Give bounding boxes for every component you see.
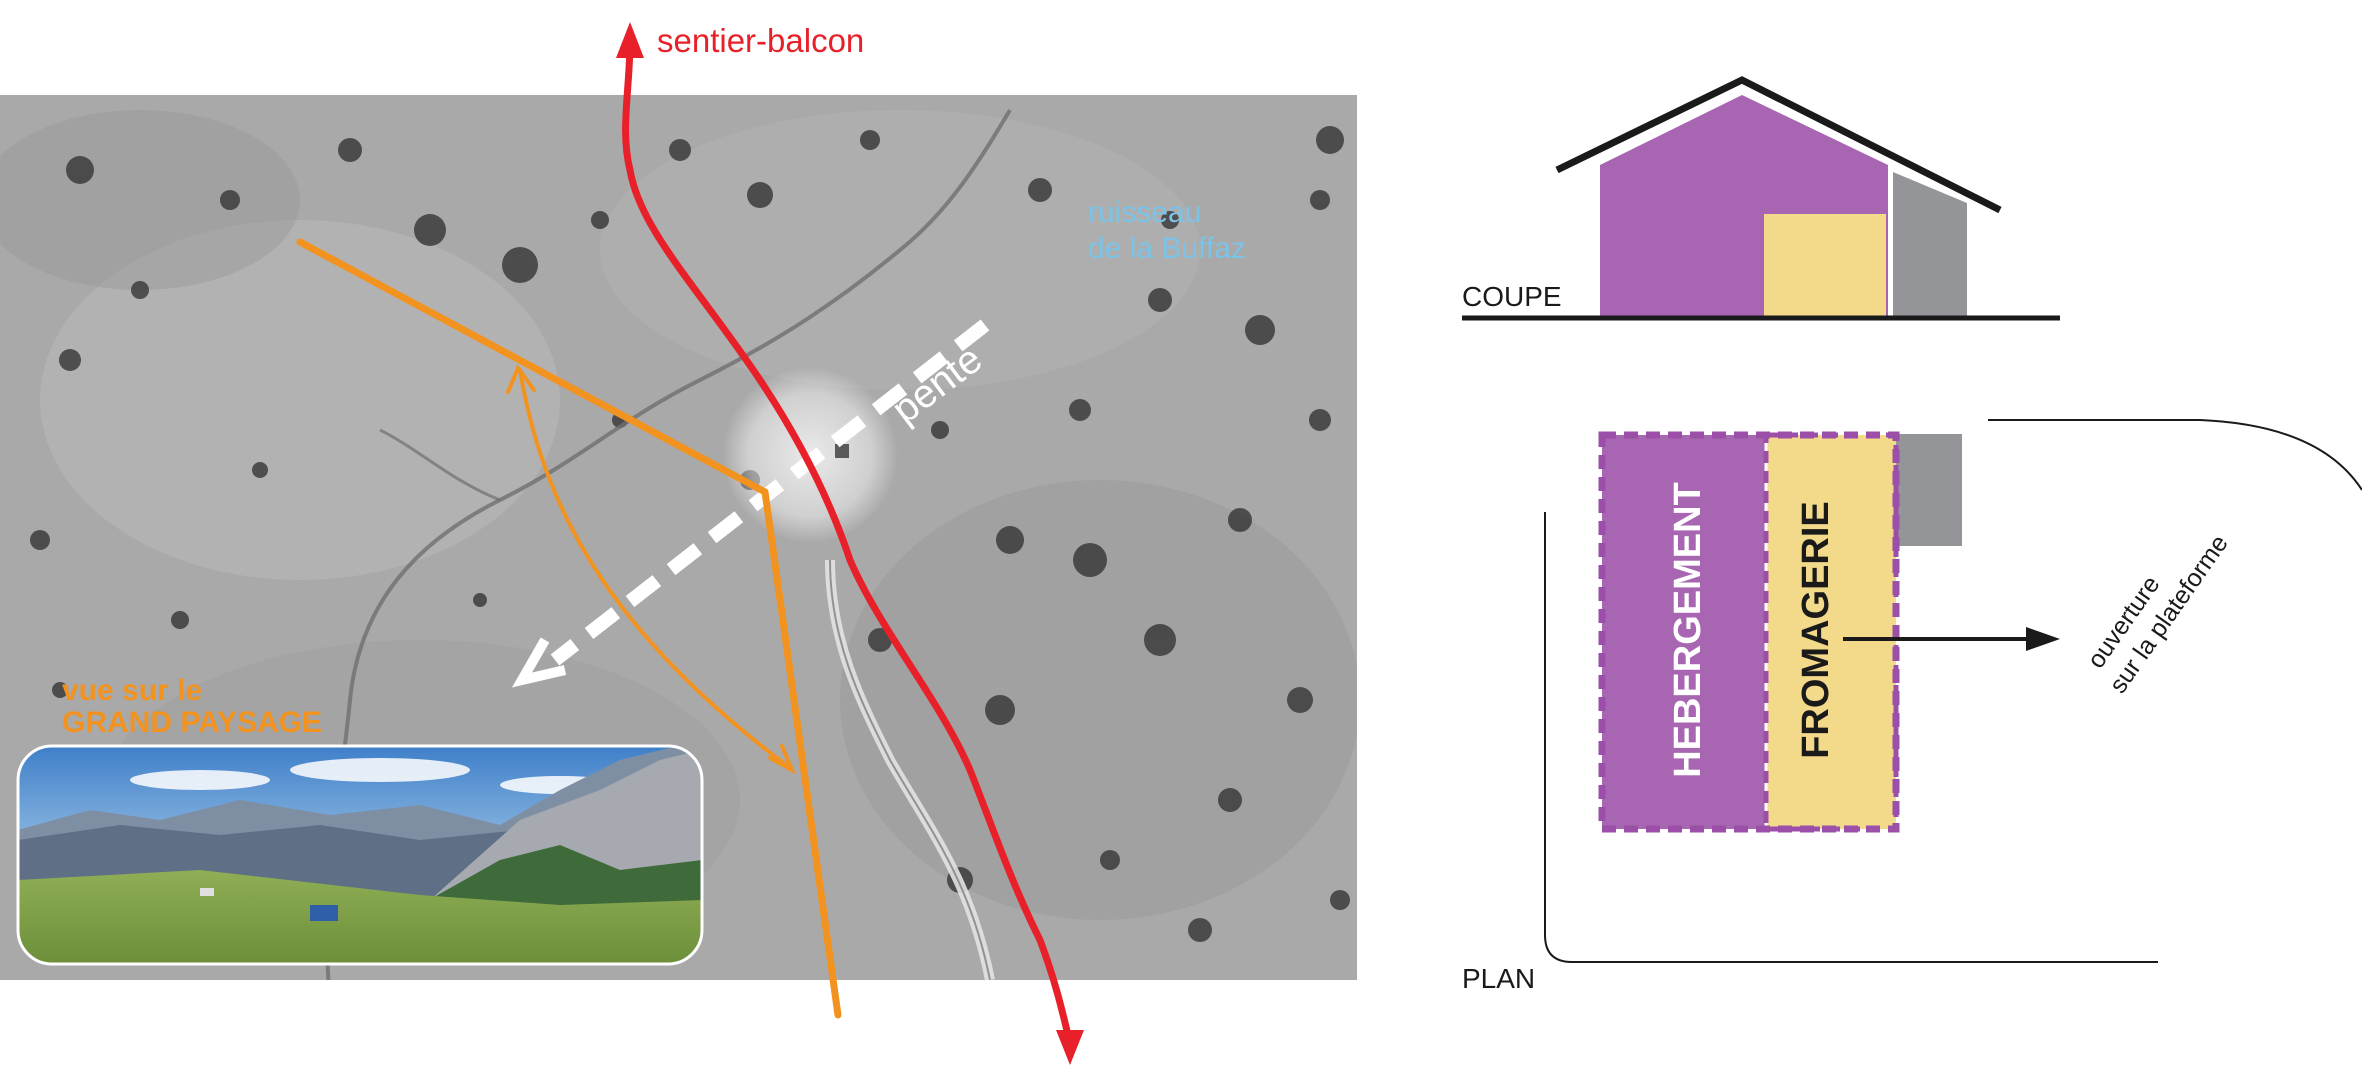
section-drawing [1462, 76, 2060, 321]
lodging-label: HEBERGEMENT [1667, 482, 1709, 778]
plan-cheese-room [1766, 435, 1896, 829]
section-label: COUPE [1462, 281, 1562, 312]
plan-platform-left-edge [1544, 512, 2158, 963]
building-marker [835, 444, 849, 458]
plan-drawing [1544, 419, 2362, 963]
section-cheese-room [1764, 214, 1886, 316]
trail-label: sentier-balcon [657, 22, 864, 59]
landscape-photo-frame [16, 744, 704, 966]
plan-opening-arrowhead [2026, 627, 2060, 651]
plan-lodging [1602, 435, 1766, 829]
slope-arrow [511, 319, 990, 688]
trail-line [616, 22, 1084, 1065]
trail-arrow-south [1056, 1030, 1084, 1065]
cheese-room-label: FROMAGERIE [1795, 501, 1837, 759]
plan-platform-top-edge [1988, 419, 2362, 491]
trail-arrow-north [616, 22, 644, 58]
view-label-line2: GRAND PAYSAGE [62, 706, 322, 739]
stream-label-line1: ruisseau [1088, 196, 1201, 229]
view-label-line1: vue sur le [62, 674, 202, 707]
plan-annex [1896, 434, 1962, 546]
stream-label-line2: de la Buffaz [1088, 232, 1246, 265]
plan-label: PLAN [1462, 963, 1535, 994]
view-lines [296, 238, 842, 1019]
landscape-photo [18, 746, 702, 964]
section-annex [1893, 172, 1967, 316]
section-roof [1555, 76, 2002, 214]
